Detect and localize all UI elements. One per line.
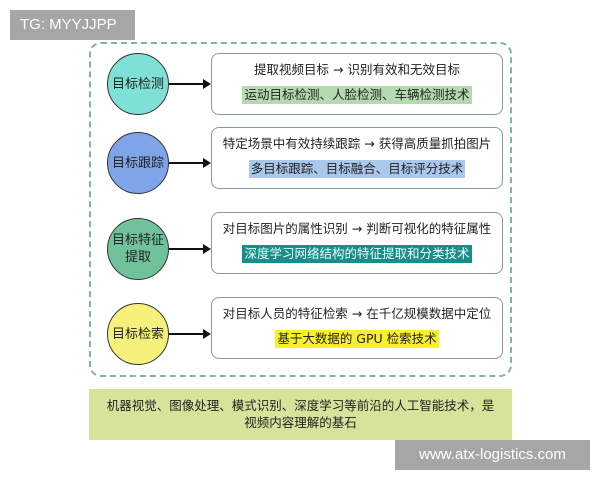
stage-description: 特定场景中有效持续跟踪 → 获得高质量抓拍图片	[222, 136, 492, 151]
stage-description: 对目标图片的属性识别 → 判断可视化的特征属性	[222, 221, 492, 236]
stage-description: 对目标人员的特征检索 → 在千亿规模数据中定位	[222, 306, 492, 321]
stage-circle-label: 目标检索	[111, 326, 164, 342]
arrow-icon	[169, 79, 211, 89]
stage-circle-retrieval: 目标检索	[107, 303, 169, 365]
watermark-url: www.atx-logistics.com	[395, 440, 590, 470]
stage-circle-label: 目标检测	[111, 76, 164, 92]
stage-box-feature-extraction: 对目标图片的属性识别 → 判断可视化的特征属性 深度学习网络结构的特征提取和分类…	[211, 212, 503, 274]
footer-summary: 机器视觉、图像处理、模式识别、深度学习等前沿的人工智能技术，是 视频内容理解的基…	[89, 389, 512, 440]
stage-circle-tracking: 目标跟踪	[107, 132, 169, 194]
stage-technology: 多目标跟踪、目标融合、目标评分技术	[248, 160, 466, 178]
arrow-icon	[169, 158, 211, 168]
pipeline-container	[89, 42, 512, 377]
footer-line-1: 机器视觉、图像处理、模式识别、深度学习等前沿的人工智能技术，是	[106, 398, 495, 413]
footer-line-2: 视频内容理解的基石	[244, 415, 357, 430]
stage-box-tracking: 特定场景中有效持续跟踪 → 获得高质量抓拍图片 多目标跟踪、目标融合、目标评分技…	[211, 127, 503, 189]
stage-technology: 基于大数据的 GPU 检索技术	[275, 330, 439, 348]
stage-circle-label: 提取	[124, 250, 151, 265]
stage-circle-label: 目标特征	[111, 233, 164, 248]
stage-technology: 深度学习网络结构的特征提取和分类技术	[242, 245, 472, 263]
stage-circle-detection: 目标检测	[107, 53, 169, 115]
stage-box-detection: 提取视频目标 → 识别有效和无效目标 运动目标检测、人脸检测、车辆检测技术	[211, 53, 503, 115]
stage-description: 提取视频目标 → 识别有效和无效目标	[254, 62, 460, 77]
arrow-icon	[169, 329, 211, 339]
stage-box-retrieval: 对目标人员的特征检索 → 在千亿规模数据中定位 基于大数据的 GPU 检索技术	[211, 297, 503, 359]
stage-circle-label: 目标跟踪	[111, 155, 164, 171]
watermark-tg: TG: MYYJJPP	[10, 10, 135, 40]
arrow-icon	[169, 244, 211, 254]
stage-technology: 运动目标检测、人脸检测、车辆检测技术	[242, 86, 472, 104]
stage-circle-feature-extraction: 目标特征 提取	[107, 218, 169, 280]
